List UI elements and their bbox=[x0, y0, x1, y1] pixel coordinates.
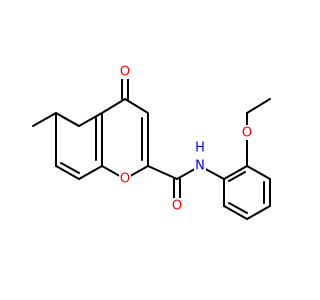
bond-pyranone-1 bbox=[101, 98, 126, 114]
ether-oxygen-label: O bbox=[242, 126, 252, 141]
bond-phenyl-3 bbox=[246, 205, 271, 220]
amide-nitrogen-label: N bbox=[195, 159, 205, 174]
bond-phenyl-5 bbox=[246, 165, 271, 180]
ring-oxygen-label: O bbox=[120, 172, 130, 187]
bond-phenyl-6-inner bbox=[228, 171, 246, 182]
amide-hydrogen-label: H bbox=[195, 141, 205, 156]
carbonyl-oxygen-atom: O bbox=[119, 64, 131, 80]
bond-network bbox=[32, 71, 271, 220]
bond-benzo-1-inner bbox=[60, 115, 80, 127]
bond-phenyl-2-inner bbox=[228, 202, 248, 214]
carbonyl-oxygen-label: O bbox=[120, 65, 130, 80]
bond-benzo-2 bbox=[78, 112, 103, 127]
amide-oxygen-atom: O bbox=[171, 198, 183, 214]
chemical-structure: O O O O N H bbox=[32, 64, 271, 220]
bond-benzo-5-inner bbox=[60, 162, 80, 174]
ring-oxygen-atom: O bbox=[119, 171, 131, 187]
bond-pyranone-2 bbox=[124, 98, 149, 114]
bond-ring-to-amide bbox=[147, 165, 178, 180]
atom-labels: O O O O N H bbox=[119, 64, 253, 214]
bond-phenyl-2 bbox=[223, 205, 248, 220]
bond-ch2-ch3 bbox=[246, 98, 271, 114]
bond-phenyl-6 bbox=[223, 165, 248, 180]
bond-methyl bbox=[32, 112, 57, 127]
bond-benzo-4 bbox=[78, 165, 103, 180]
bond-benzo-5 bbox=[55, 165, 80, 180]
ether-oxygen-atom: O bbox=[241, 125, 253, 141]
amide-nitrogen-atom: N H bbox=[194, 141, 206, 174]
amide-oxygen-label: O bbox=[172, 199, 182, 214]
